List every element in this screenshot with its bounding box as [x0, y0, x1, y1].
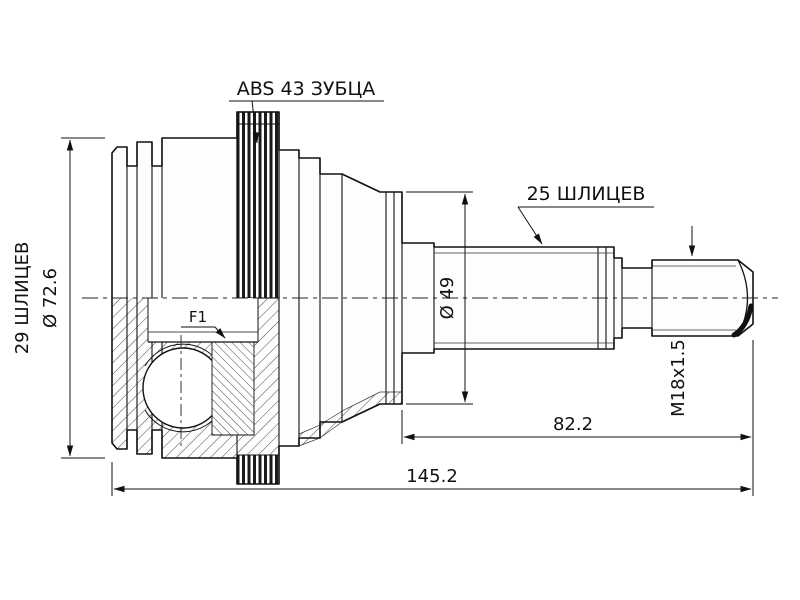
thread-spec-label: M18x1.5: [668, 339, 689, 417]
tip-shading: [731, 303, 754, 338]
shaft-length-dimension: 82.2: [553, 414, 593, 435]
spline-bore: [147, 298, 259, 343]
f1-label: F1: [189, 308, 207, 326]
bearing-section: [142, 298, 259, 436]
bearing-ball: [142, 347, 224, 429]
shaft-splines-label: 25 ШЛИЦЕВ: [527, 183, 646, 205]
outer-diameter-dimension: Ø 72.6: [40, 268, 61, 328]
inner-race: [211, 341, 255, 436]
centerlines: [82, 297, 778, 450]
abs-teeth-label: ABS 43 ЗУБЦА: [237, 78, 376, 100]
seat-diameter-dimension: Ø 49: [437, 277, 458, 320]
inner-splines-label: 29 ШЛИЦЕВ: [12, 242, 33, 355]
overall-length-dimension: 145.2: [406, 466, 458, 487]
part-outline: [111, 111, 754, 485]
dimension-lines: [61, 100, 754, 496]
text-labels: ABS 43 ЗУБЦА 25 ШЛИЦЕВ 29 ШЛИЦЕВ Ø 72.6 …: [12, 78, 689, 487]
abs-ring: [236, 111, 280, 299]
